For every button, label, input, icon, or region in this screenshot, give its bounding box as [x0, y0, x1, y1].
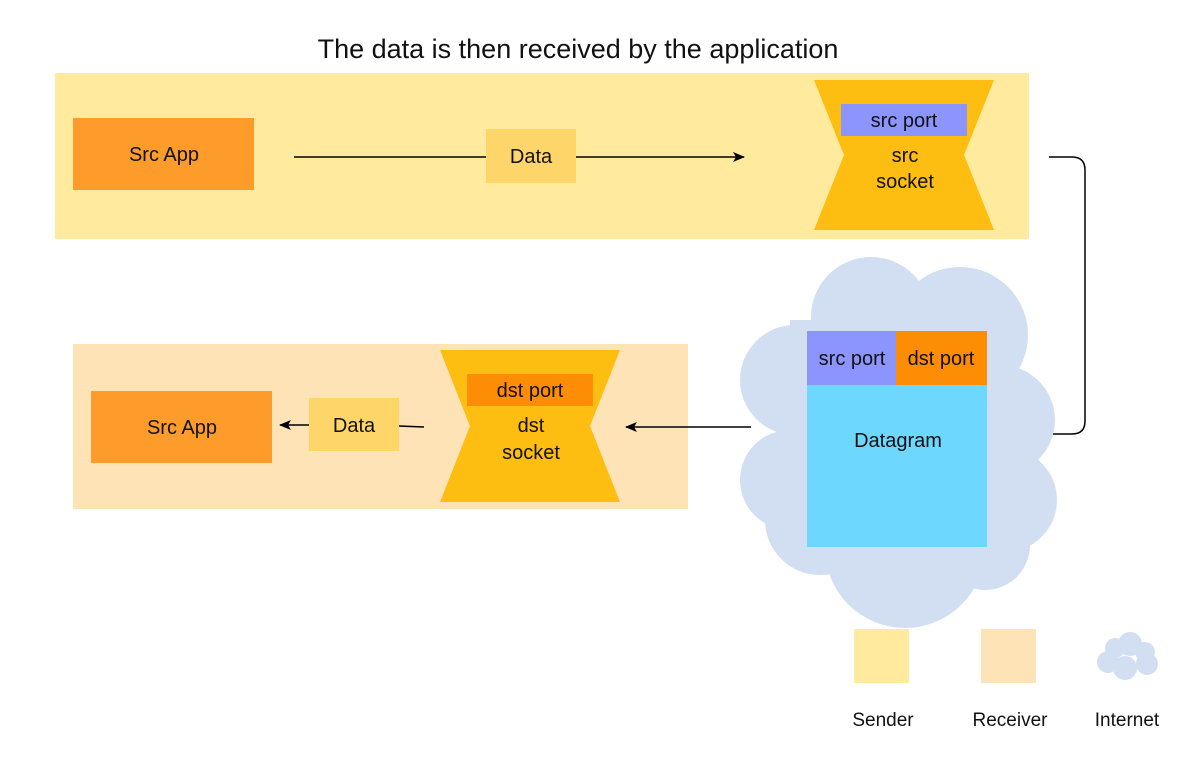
- legend-receiver-label: Receiver: [973, 710, 1049, 731]
- legend-sender-swatch: [854, 629, 909, 683]
- dst-port-label: dst port: [497, 380, 564, 402]
- datagram-src-port-label: src port: [819, 348, 886, 370]
- sender-data-label: Data: [510, 146, 553, 168]
- receiver-data-label: Data: [333, 415, 376, 437]
- legend-internet-label: Internet: [1095, 710, 1160, 731]
- src-socket-label-line2: socket: [876, 171, 934, 193]
- receiver-data-box: [309, 398, 399, 451]
- datagram-label: Datagram: [854, 430, 942, 452]
- sender-to-internet-arrow: [1031, 156, 1086, 439]
- legend-sender-label: Sender: [852, 710, 914, 731]
- datagram-src-port-box: [807, 331, 896, 385]
- receiver-app-box: [91, 391, 272, 463]
- dst-socket-label-line2: socket: [502, 442, 560, 464]
- dst-socket-label-line1: dst: [518, 415, 545, 437]
- sender-data-box: [486, 129, 576, 183]
- src-socket-label-line1: src: [892, 145, 919, 167]
- receiver-app-label: Src App: [147, 417, 217, 439]
- datagram-dst-port-box: [896, 331, 987, 385]
- diagram-title: The data is then received by the applica…: [318, 34, 839, 64]
- sender-app-label: Src App: [129, 144, 199, 166]
- datagram-dst-port-label: dst port: [908, 348, 975, 370]
- receiver-arrow-tail: [398, 425, 425, 428]
- src-port-box: [841, 104, 967, 136]
- sender-app-box: [73, 118, 254, 190]
- src-port-label: src port: [871, 110, 938, 132]
- dst-port-box: [467, 374, 593, 406]
- legend-receiver-swatch: [981, 629, 1036, 683]
- legend-internet-cloud-icon: [1097, 632, 1158, 680]
